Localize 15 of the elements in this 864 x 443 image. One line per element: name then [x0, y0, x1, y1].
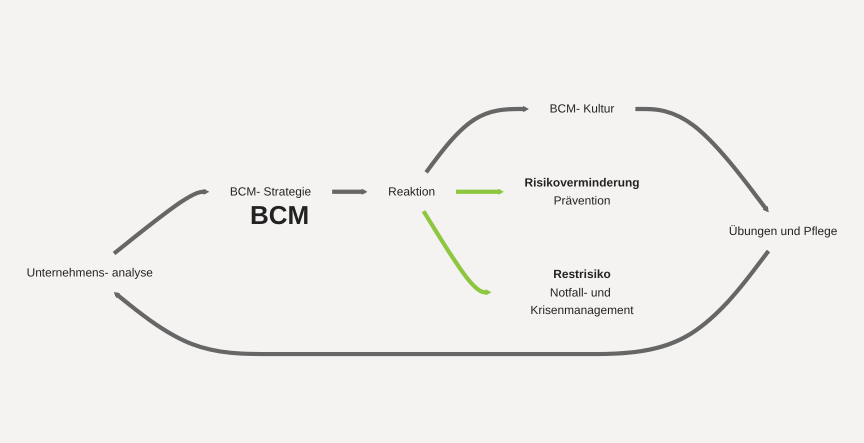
arrow	[114, 249, 770, 356]
center-title: BCM	[250, 200, 310, 231]
node-text: BCM- Strategie	[230, 184, 312, 198]
arrow	[635, 106, 769, 212]
node-text: Unternehmens- analyse	[26, 266, 153, 280]
node-text: Reaktion	[388, 184, 436, 198]
node-text: Risikoverminderung Prävention	[524, 176, 640, 207]
node-text: Restrisiko Notfall- und Krisenmanagement	[530, 267, 634, 316]
arrow	[456, 188, 504, 194]
arrow	[332, 188, 368, 194]
node-text: BCM- Kultur	[550, 102, 614, 116]
arrow	[112, 188, 210, 255]
node-text: Übungen und Pflege	[728, 224, 838, 238]
arrow	[422, 210, 492, 296]
arrow	[424, 106, 529, 174]
